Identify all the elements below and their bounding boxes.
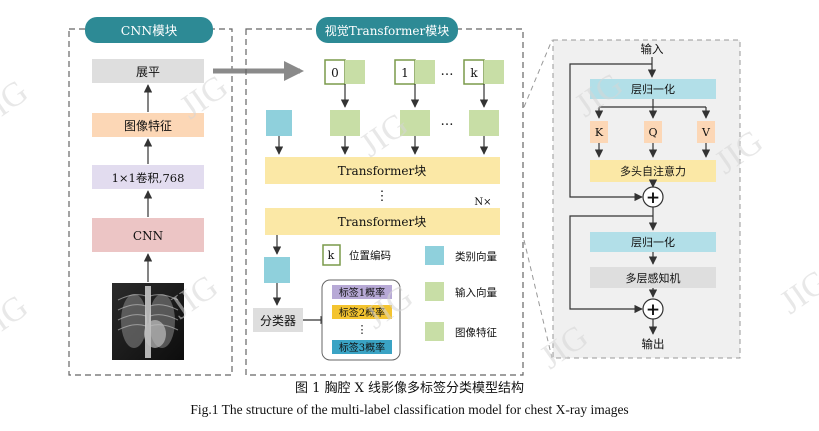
transformer-block-1-label: Transformer块 — [338, 164, 426, 178]
image-feature-box — [92, 113, 204, 137]
cnn-module-tab — [85, 17, 213, 43]
chest-xray-image — [112, 283, 184, 360]
token-index: 0 — [331, 66, 339, 80]
flatten-box — [92, 59, 204, 83]
layernorm-2-label: 层归一化 — [631, 235, 675, 249]
class-token — [266, 110, 292, 136]
vit-module-frame — [245, 28, 524, 376]
cnn-box — [92, 218, 204, 252]
legend-k: k — [328, 249, 335, 262]
classifier-label: 分类器 — [260, 314, 296, 328]
embedded-token — [330, 110, 360, 136]
token-group-0: 0 — [324, 59, 365, 85]
outputs-vdots: ⋮ — [357, 323, 368, 336]
watermark: JIG — [0, 288, 35, 346]
repeat-label: N× — [474, 197, 491, 208]
legend-feature-label: 图像特征 — [455, 327, 497, 339]
detail-input-label: 输入 — [641, 42, 664, 56]
legend-input-swatch — [425, 282, 444, 301]
layernorm-1-label: 层归一化 — [631, 82, 675, 96]
watermark: JIG — [0, 73, 35, 131]
cnn-label: CNN — [133, 229, 163, 243]
class-output-token — [264, 257, 290, 283]
flatten-label: 展平 — [136, 65, 160, 79]
transformer-block-n — [265, 208, 500, 235]
cnn-module-title: CNN模块 — [121, 23, 178, 38]
legend-class-label: 类别向量 — [455, 250, 497, 263]
mhsa-label: 多头自注意力 — [620, 164, 686, 178]
q-label: Q — [648, 126, 657, 139]
token-ellipsis: … — [441, 64, 454, 79]
caption-english: Fig.1 The structure of the multi-label c… — [190, 402, 629, 417]
output-label-1-text: 标签1概率 — [339, 286, 385, 299]
mlp-box — [590, 267, 716, 288]
classifier-box — [253, 308, 303, 332]
legend: k 位置编码 类别向量 输入向量 图像特征 — [322, 244, 497, 341]
layernorm-2-box — [590, 232, 716, 252]
transformer-block-1 — [265, 157, 500, 184]
input-vector-token — [415, 60, 435, 84]
caption-chinese: 图 1 胸腔 X 线影像多标签分类模型结构 — [294, 381, 525, 396]
output-label-2-text: 标签2概率 — [339, 306, 385, 319]
conv-label: 1×1卷积,768 — [112, 171, 185, 185]
output-label-3-text: 标签3概率 — [339, 341, 385, 354]
residual-connection-1 — [569, 63, 652, 202]
zoom-line-top — [523, 39, 553, 108]
input-vector-token — [345, 60, 365, 84]
token-group-1: 1 — [394, 59, 435, 85]
watermark: JIG — [773, 263, 819, 321]
vit-module-tab — [316, 17, 458, 43]
layernorm-1-box — [590, 79, 716, 99]
output-label-3 — [332, 340, 392, 354]
embedded-ellipsis: … — [441, 114, 454, 129]
v-label: V — [701, 126, 711, 139]
transformer-vdots: ⋮ — [376, 189, 389, 204]
legend-input-label: 输入向量 — [455, 286, 497, 299]
token-index: 1 — [401, 66, 409, 80]
mhsa-box — [590, 160, 716, 182]
vit-module-title: 视觉Transformer模块 — [325, 23, 449, 38]
legend-position-swatch — [322, 244, 341, 266]
token-index: k — [470, 66, 478, 80]
detail-output-label: 输出 — [642, 337, 665, 351]
v-box — [697, 121, 715, 143]
zoom-line-bottom — [523, 239, 553, 359]
image-feature-label: 图像特征 — [124, 118, 172, 133]
k-label: K — [595, 126, 604, 139]
legend-position-label: 位置编码 — [349, 249, 391, 262]
output-label-1 — [332, 285, 392, 299]
k-box — [590, 121, 608, 143]
token-group-k: k — [463, 59, 504, 85]
add-node-1-symbol: + — [646, 188, 660, 208]
legend-feature-swatch — [425, 322, 444, 341]
legend-class-swatch — [425, 246, 444, 265]
mlp-label: 多层感知机 — [626, 271, 681, 285]
add-node-2-symbol: + — [646, 300, 660, 320]
embedded-token — [469, 110, 499, 136]
output-label-2 — [332, 305, 392, 319]
input-vector-token — [484, 60, 504, 84]
residual-connection-2 — [569, 215, 653, 314]
transformer-block-n-label: Transformer块 — [338, 215, 426, 229]
embedded-token — [400, 110, 430, 136]
q-box — [644, 121, 662, 143]
conv-box — [92, 165, 204, 189]
